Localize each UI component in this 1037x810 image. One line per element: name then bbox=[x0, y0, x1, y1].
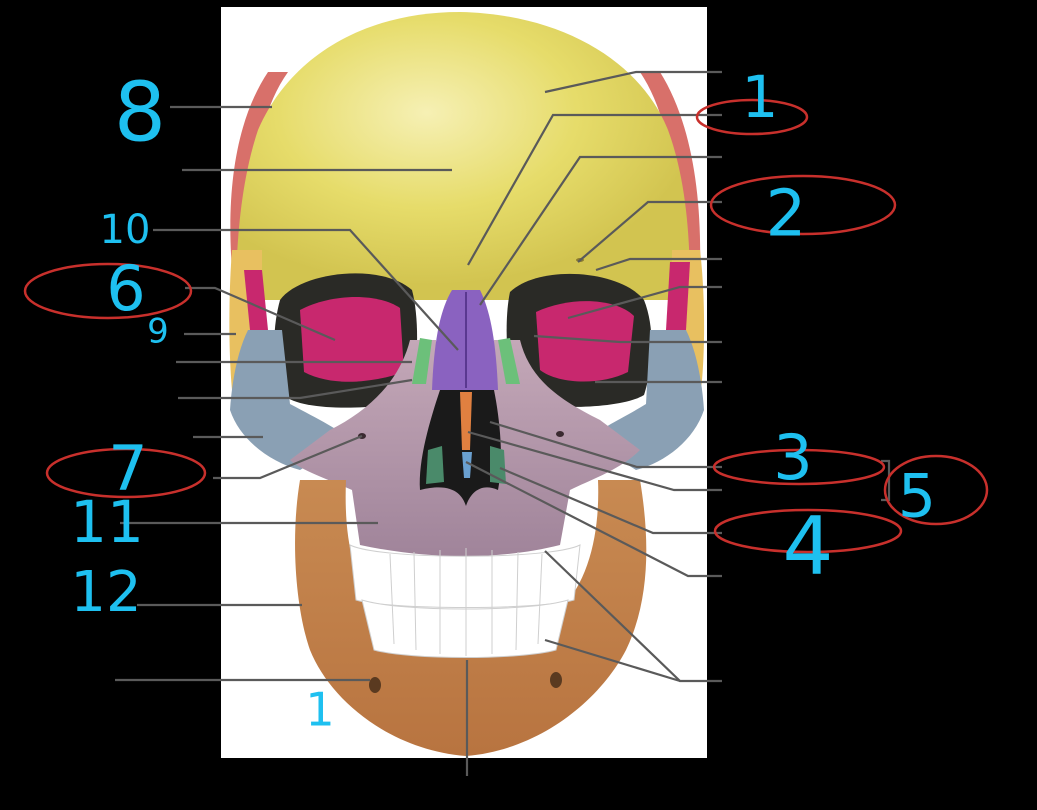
annotation-number: 9 bbox=[147, 312, 169, 352]
circle-7 bbox=[45, 447, 207, 499]
annotation-number: 11 bbox=[70, 488, 144, 556]
leader-line-right bbox=[467, 113, 722, 266]
annotation-number: 1 bbox=[742, 63, 779, 131]
leader-line-right bbox=[595, 257, 722, 272]
lacrimal-bone bbox=[412, 338, 520, 384]
leader-line-left bbox=[153, 228, 459, 351]
annotation-number: 4 bbox=[783, 500, 834, 593]
nasal-concha bbox=[460, 392, 472, 450]
annotation-number: 3 bbox=[773, 421, 812, 494]
leader-line-right bbox=[489, 420, 722, 469]
infraorbital-foramen-right bbox=[556, 431, 564, 437]
nasal-cavity bbox=[419, 390, 506, 506]
leader-line-right bbox=[533, 334, 722, 344]
leader-lines bbox=[115, 70, 891, 776]
teeth bbox=[349, 544, 581, 658]
circle-4 bbox=[713, 508, 903, 554]
circle-6 bbox=[23, 262, 193, 320]
leader-line-left bbox=[185, 286, 336, 342]
circle-2 bbox=[709, 174, 897, 236]
circle-5 bbox=[883, 454, 989, 526]
bracket bbox=[881, 459, 891, 502]
nasal-bone bbox=[432, 290, 498, 390]
orbit-right bbox=[506, 273, 652, 407]
annotation-circles bbox=[23, 98, 989, 554]
vomer-bone bbox=[462, 452, 472, 478]
mental-foramen-right bbox=[550, 672, 562, 688]
annotation-number: 12 bbox=[70, 560, 141, 625]
annotation-number: 10 bbox=[100, 207, 151, 253]
annotation-number: 6 bbox=[106, 252, 145, 325]
leader-line-right bbox=[544, 70, 722, 94]
mental-foramen-left bbox=[369, 677, 381, 693]
leader-line-right bbox=[544, 638, 681, 683]
annotation-number: 1 bbox=[305, 683, 334, 737]
circle-3 bbox=[712, 448, 886, 486]
leader-line-right bbox=[479, 155, 722, 306]
annotation-number: 2 bbox=[766, 178, 807, 252]
annotation-number: 7 bbox=[108, 432, 147, 505]
leader-line-left bbox=[213, 434, 363, 480]
leader-line-right bbox=[465, 461, 722, 578]
leader-line-right bbox=[577, 200, 722, 263]
circle-1 bbox=[695, 98, 809, 136]
annotation-number: 8 bbox=[114, 65, 166, 160]
leader-line-right bbox=[467, 430, 722, 492]
leader-line-left bbox=[178, 378, 413, 400]
orbit-left bbox=[274, 273, 418, 408]
leader-line-right bbox=[567, 285, 722, 320]
annotation-number: 5 bbox=[898, 462, 936, 532]
leader-line-right bbox=[499, 466, 722, 535]
sphenoid-bone bbox=[244, 262, 690, 330]
